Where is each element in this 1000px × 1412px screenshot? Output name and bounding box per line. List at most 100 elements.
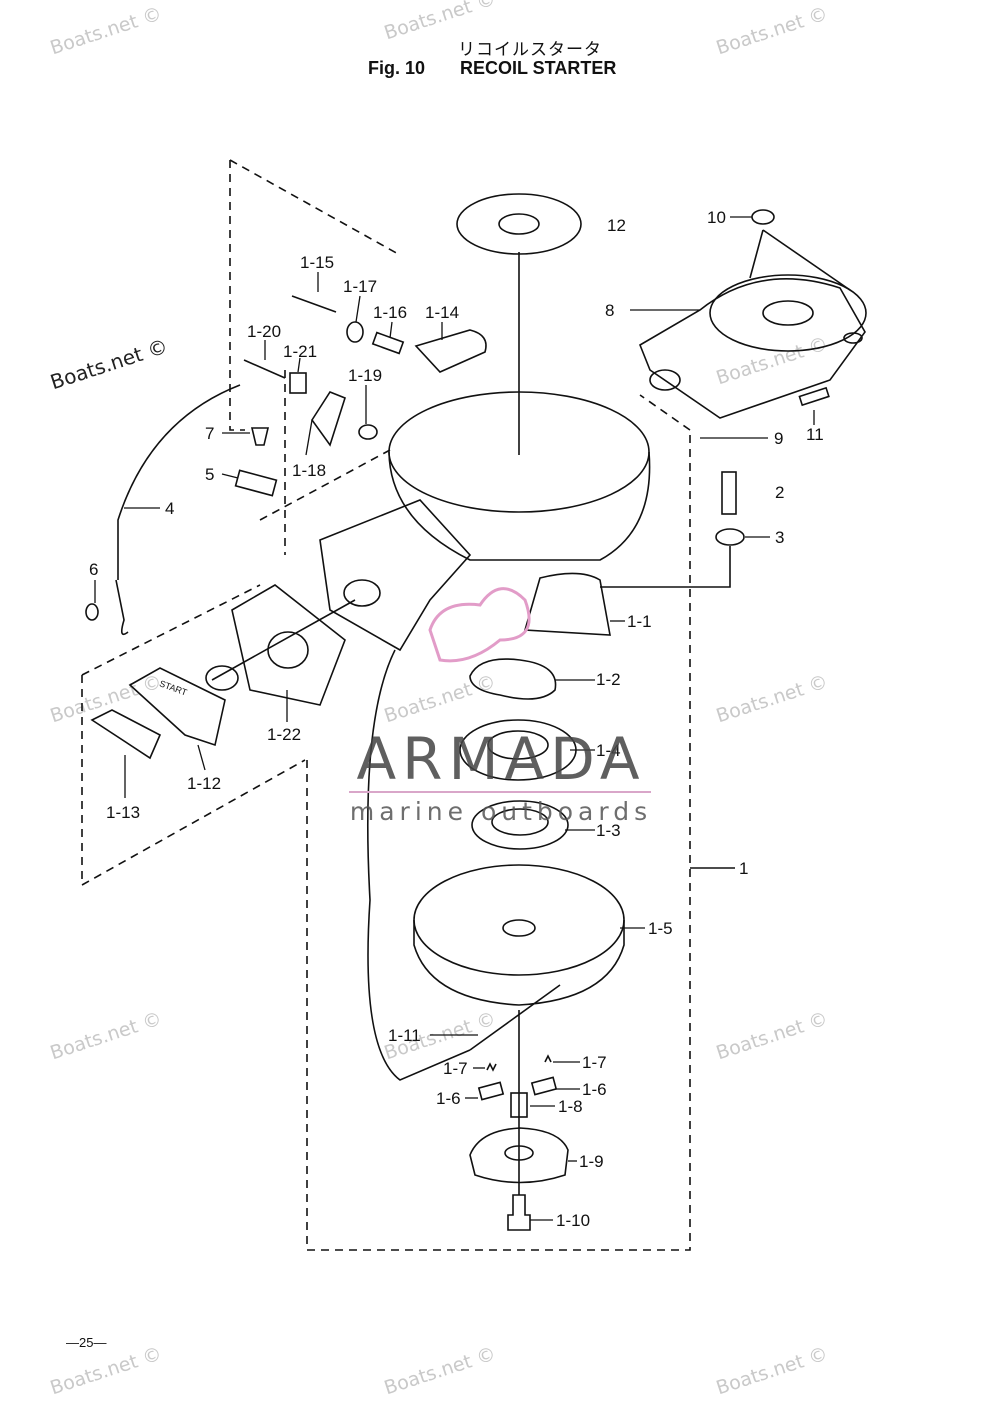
page-number: —25— (66, 1335, 107, 1350)
part-label: 1-22 (267, 725, 301, 744)
part-6-ring (85, 603, 99, 621)
armada-logo-subtitle: marine outboards (349, 797, 653, 826)
part-label: 1-4 (596, 741, 621, 760)
part-label: 12 (607, 216, 626, 235)
part-label: 1-14 (425, 303, 459, 322)
part-label: 1 (739, 859, 748, 878)
part-label: 1-2 (596, 670, 621, 689)
part-1-3-spring (471, 800, 569, 850)
handle-start-text: START (158, 678, 189, 697)
dashed-group-frame (229, 160, 245, 431)
part-label: 1-12 (187, 774, 221, 793)
part-1-12-handle (128, 667, 226, 747)
part-1-12-grip-end (205, 665, 239, 691)
part-1-9-plate (469, 1127, 569, 1184)
part-1-5-hub (502, 919, 536, 937)
part-label: 1-1 (627, 612, 652, 631)
part-1-6-pawl (530, 1076, 558, 1096)
figure-label: Fig. 10 (368, 58, 426, 78)
callout-line (749, 229, 764, 279)
part-1-1-housing-foot (523, 572, 611, 636)
part-label: 3 (775, 528, 784, 547)
part-label: 1-19 (348, 366, 382, 385)
part-label: 1-3 (596, 821, 621, 840)
part-label: 1-16 (373, 303, 407, 322)
part-1-13-insert (90, 709, 162, 760)
callout-line (762, 229, 851, 291)
part-1-15-bolt (291, 295, 337, 313)
part-label: 1-7 (582, 1053, 607, 1072)
part-1-6-pawl (477, 1081, 505, 1101)
leader-line (221, 473, 239, 479)
leader-line (389, 321, 393, 339)
part-label: 1-13 (106, 803, 140, 822)
part-label: 1-6 (582, 1080, 607, 1099)
part-label: 1-15 (300, 253, 334, 272)
part-label: 7 (205, 424, 214, 443)
part-1-16-pin (371, 331, 405, 355)
part-label: 1-7 (443, 1059, 468, 1078)
leader-line (355, 295, 361, 323)
dashed-line (81, 584, 261, 676)
part-12-disc (456, 193, 582, 255)
part-label: 1-20 (247, 322, 281, 341)
rope-routing-line (366, 649, 471, 1081)
part-1-14-lever (414, 329, 487, 373)
part-label: 1-21 (283, 342, 317, 361)
dashed-line (229, 159, 401, 256)
part-label: 11 (806, 425, 824, 444)
leader-line (297, 357, 301, 373)
housing-rope-boss (343, 579, 381, 607)
part-8-dome (709, 274, 867, 352)
leader-line (305, 419, 313, 456)
dashed-group-frame (81, 675, 306, 887)
part-label: 1-18 (292, 461, 326, 480)
part-label: 5 (205, 465, 214, 484)
part-3-washer (715, 528, 745, 546)
part-label: 2 (775, 483, 784, 502)
armada-logo-mark (428, 587, 531, 663)
part-1-4-inner (487, 730, 549, 760)
armada-logo: ARMADA (356, 725, 646, 793)
part-1-3-spring-inner (491, 808, 549, 836)
part-label: 1-9 (579, 1152, 604, 1171)
part-1-19-washer (358, 424, 378, 440)
housing-body (388, 451, 651, 561)
part-12-hub (498, 213, 540, 235)
armada-logo-divider (349, 791, 651, 793)
part-4-cable (117, 384, 241, 580)
starter-rope (211, 599, 356, 681)
part-7-screw (250, 427, 270, 446)
part-1-22-plate (231, 584, 346, 706)
housing-arm (319, 499, 472, 652)
part-label: 1-5 (648, 919, 673, 938)
callout-line (600, 546, 731, 588)
part-label: 10 (707, 208, 726, 227)
part-2-bolt (721, 471, 737, 515)
part-8-cover (639, 278, 866, 419)
leader-line (197, 744, 206, 771)
part-5-plate (234, 469, 278, 497)
part-1-7-spring (544, 1054, 552, 1063)
dashed-line (259, 449, 391, 521)
part-label: 1-8 (558, 1097, 583, 1116)
part-1-5-reel-side (413, 920, 625, 1006)
part-10-grommet (751, 209, 775, 225)
part-label: 1-10 (556, 1211, 590, 1230)
part-11-label (798, 386, 830, 407)
part-8-boss (762, 300, 814, 326)
part-1-18-bracket (311, 391, 346, 447)
part-9-grommet (649, 369, 681, 391)
part-label: 9 (774, 429, 783, 448)
part-1-10-bolt (507, 1194, 531, 1231)
title-english: RECOIL STARTER (460, 58, 617, 78)
part-1-11-rope (469, 984, 561, 1051)
part-1-22-hole (267, 631, 309, 669)
part-label: 1-17 (343, 277, 377, 296)
part-label: 1-6 (436, 1089, 461, 1108)
part-labels: 12 10 8 9 11 2 3 1-1 1-2 1-4 1-3 1 1-5 1… (89, 208, 824, 1230)
part-1-7-spring (486, 1062, 497, 1072)
dashed-group-frame (306, 430, 691, 1251)
part-1-20-bolt (243, 359, 286, 379)
